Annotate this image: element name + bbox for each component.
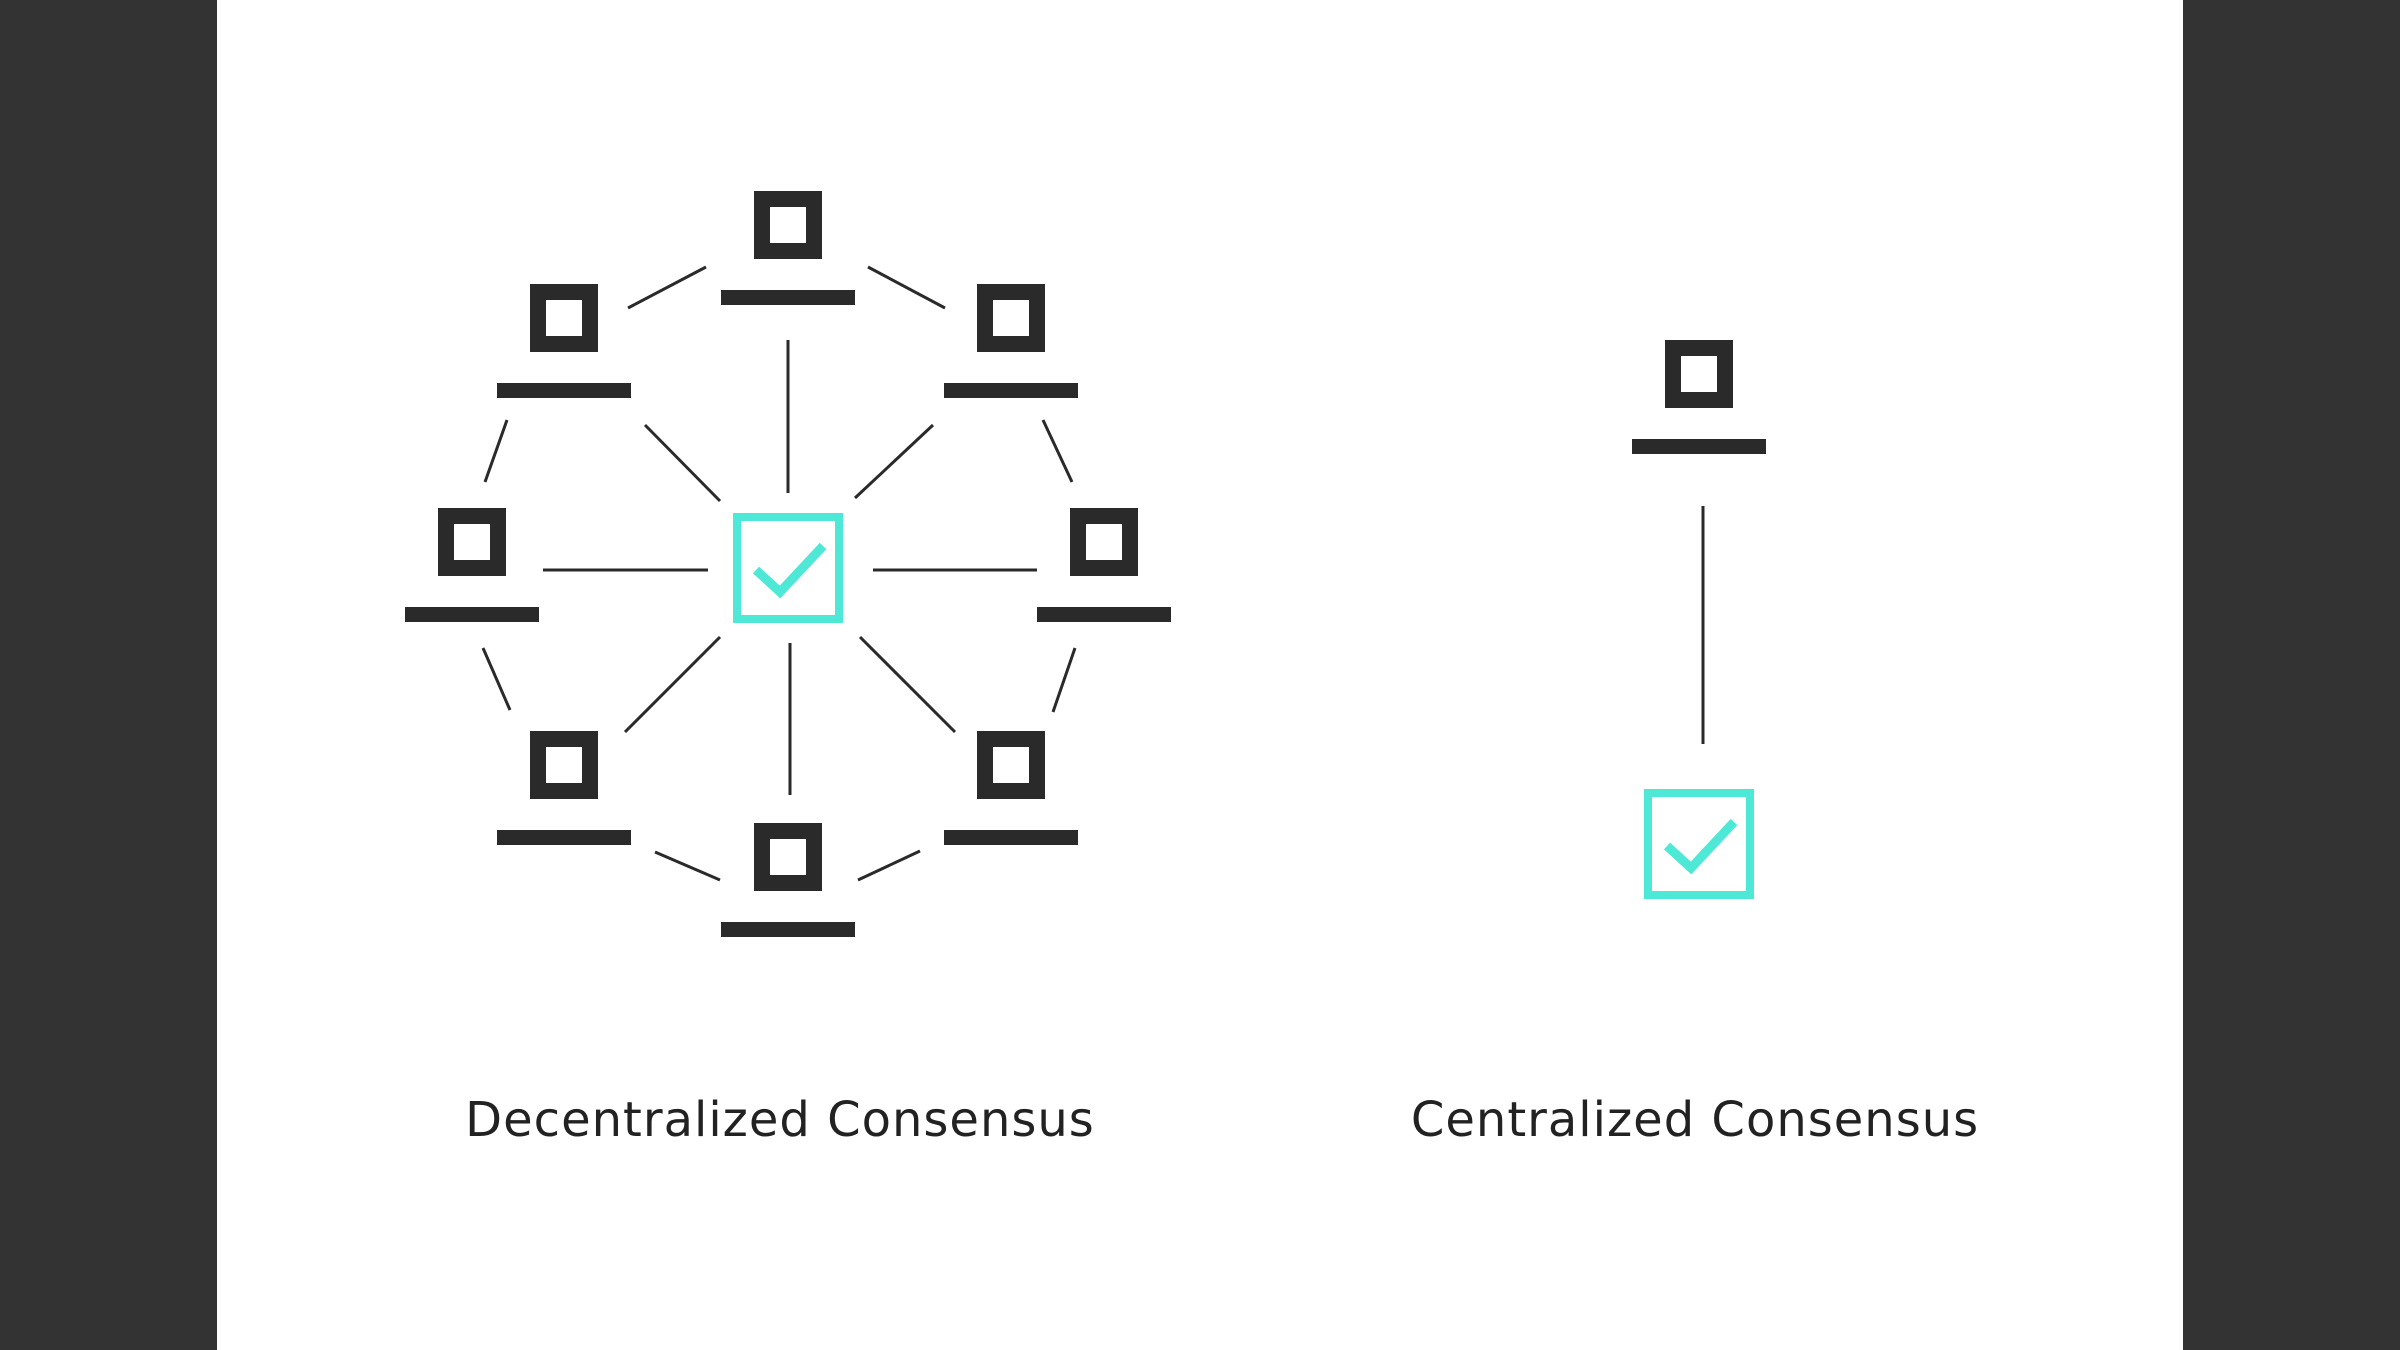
ring-link-line: [857, 849, 921, 882]
network-node: [944, 284, 1078, 398]
computer-base-bar: [944, 830, 1078, 845]
computer-monitor-icon: [530, 731, 598, 799]
network-node: [721, 191, 855, 305]
computer-monitor-icon: [977, 284, 1045, 352]
spoke-line: [853, 423, 935, 500]
centralized-network: [1632, 340, 1766, 899]
computer-base-bar: [1037, 607, 1171, 622]
network-node: [405, 508, 539, 622]
left-letterbox-bar: [0, 0, 217, 1350]
right-letterbox-bar: [2183, 0, 2400, 1350]
computer-monitor-icon: [1070, 508, 1138, 576]
computer-monitor-icon: [438, 508, 506, 576]
computer-base-bar: [405, 607, 539, 622]
computer-base-bar: [944, 383, 1078, 398]
computer-monitor-icon: [754, 823, 822, 891]
slide: [217, 0, 2183, 1350]
single-node: [1632, 340, 1766, 454]
network-node: [497, 731, 631, 845]
centralized-check-box: [1644, 789, 1754, 899]
check-box-frame: [1644, 789, 1754, 899]
computer-base-bar: [721, 922, 855, 937]
decentralized-check-box: [733, 513, 843, 623]
computer-base-bar: [721, 290, 855, 305]
spoke-line: [858, 635, 957, 734]
computer-base-bar: [497, 383, 631, 398]
centralized-consensus-label: Centralized Consensus: [1410, 1092, 1980, 1148]
spoke-line: [623, 635, 722, 734]
network-node: [1037, 508, 1171, 622]
ring-link-line: [481, 647, 512, 711]
spoke-line: [643, 423, 722, 503]
computer-base-bar: [1632, 439, 1766, 454]
ring-link-line: [867, 265, 946, 310]
network-node: [944, 731, 1078, 845]
check-mark-icon: [1663, 818, 1738, 875]
decentralized-network: [405, 191, 1171, 937]
network-node: [721, 823, 855, 937]
check-box-frame: [733, 513, 843, 623]
decentralized-consensus-label: Decentralized Consensus: [465, 1092, 1095, 1148]
ring-link-line: [1041, 419, 1074, 483]
check-mark-icon: [752, 542, 827, 599]
computer-monitor-icon: [977, 731, 1045, 799]
computer-monitor-icon: [754, 191, 822, 259]
computer-monitor-icon: [530, 284, 598, 352]
ring-link-line: [1051, 647, 1077, 713]
computer-monitor-icon: [1665, 340, 1733, 408]
ring-link-line: [654, 850, 721, 882]
network-node: [497, 284, 631, 398]
computer-base-bar: [497, 830, 631, 845]
ring-link-line: [627, 265, 707, 310]
ring-link-line: [483, 419, 509, 483]
